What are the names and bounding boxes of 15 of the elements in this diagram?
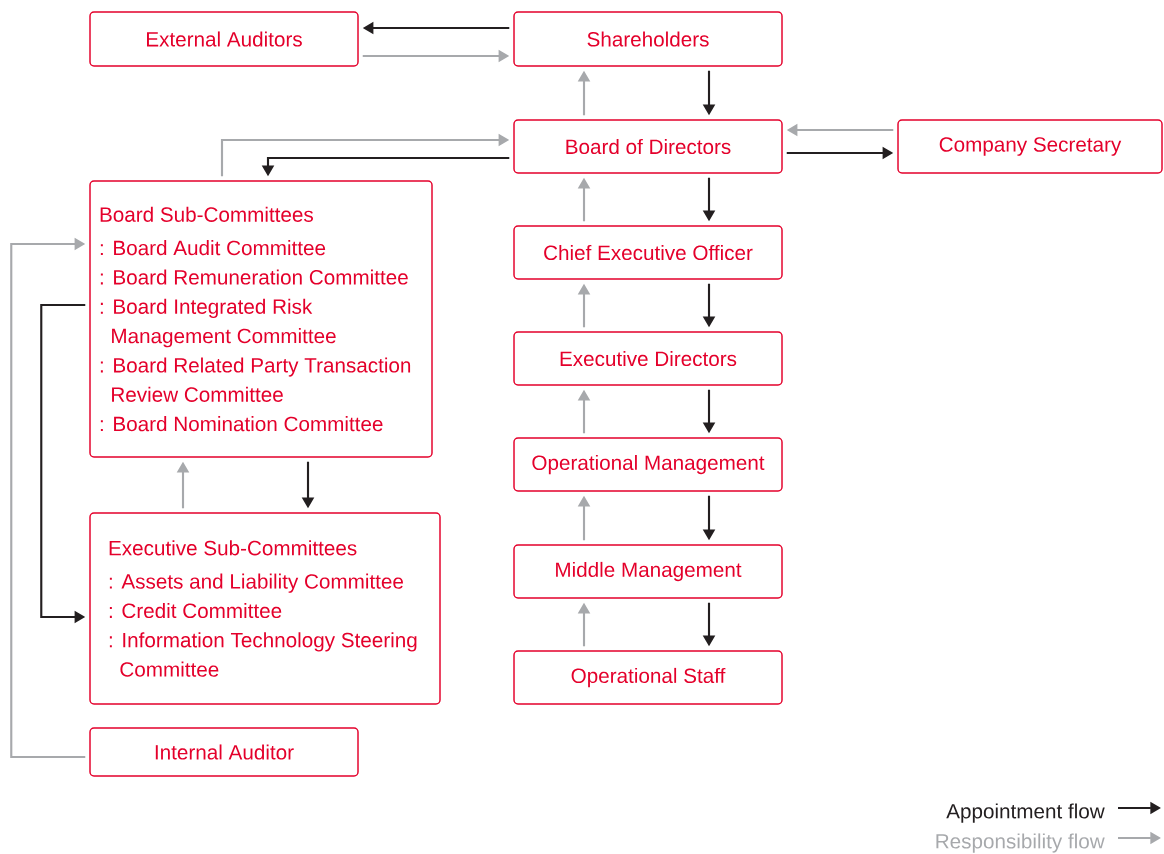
role-box: Chief Executive Officer: [513, 225, 783, 280]
arrow: [10, 237, 86, 759]
role-box: Operational Management: [513, 437, 783, 492]
role-box: Board of Directors: [513, 119, 783, 174]
legend-label: Appointment flow: [946, 803, 1105, 823]
committee-box: Executive Sub-Committees : Assets and Liability Committee : Credit Committee : Information Technology Steering Committee: [89, 512, 441, 705]
role-box: Internal Auditor: [89, 727, 359, 777]
legend-label: Responsibility flow: [936, 833, 1105, 853]
role-box: Shareholders: [513, 11, 783, 67]
role-box: Executive Directors: [513, 331, 783, 386]
role-box: Company Secretary: [897, 119, 1163, 174]
committee-box: Board Sub-Committees : Board Audit Committee : Board Remuneration Committee : Board Integrated Risk Management Committee : Board Related Party Transaction Review Committee : Board Nomination Committee: [89, 180, 433, 458]
role-box: Middle Management: [513, 544, 783, 599]
role-box: External Auditors: [89, 11, 359, 67]
role-box: Operational Staff: [513, 650, 783, 705]
